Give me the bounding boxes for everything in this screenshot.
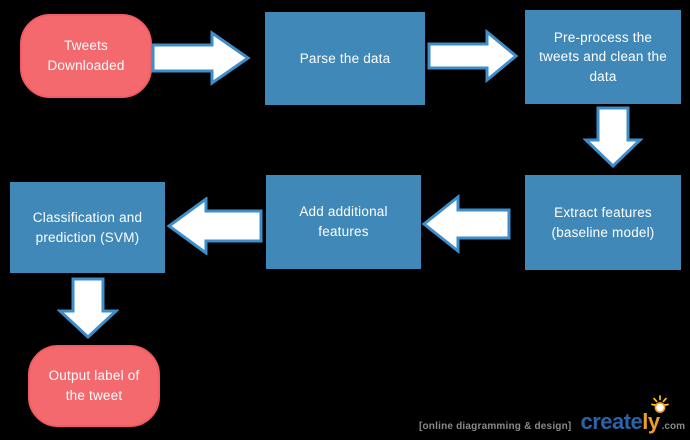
node-add-features: Add additional features — [266, 175, 421, 269]
creately-watermark: [online diagramming & design] creately.c… — [418, 395, 685, 434]
node-output-label: Output label of the tweet — [28, 345, 160, 427]
arrow-left-extract-to-add — [421, 194, 511, 254]
arrow-down-classification-to-output — [57, 277, 119, 339]
node-preprocess-tweets: Pre-process the tweets and clean the dat… — [525, 10, 681, 104]
node-extract-features: Extract features (baseline model) — [525, 175, 681, 270]
node-parse-data: Parse the data — [265, 12, 425, 105]
creately-logo: creately.com — [580, 395, 685, 434]
logo-text-create: create — [580, 409, 643, 434]
logo-text-ly: ly — [642, 409, 660, 434]
watermark-tagline: [online diagramming & design] — [418, 421, 572, 432]
node-classification: Classification and prediction (SVM) — [10, 182, 165, 273]
logo-text-com: .com — [661, 421, 685, 432]
arrow-right-tweets-to-parse — [151, 30, 251, 86]
arrow-left-add-to-classification — [166, 197, 263, 255]
node-tweets-downloaded: Tweets Downloaded — [20, 14, 152, 98]
lightbulb-icon — [651, 395, 669, 413]
arrow-right-parse-to-preprocess — [427, 29, 519, 83]
arrow-down-preprocess-to-extract — [583, 106, 643, 168]
